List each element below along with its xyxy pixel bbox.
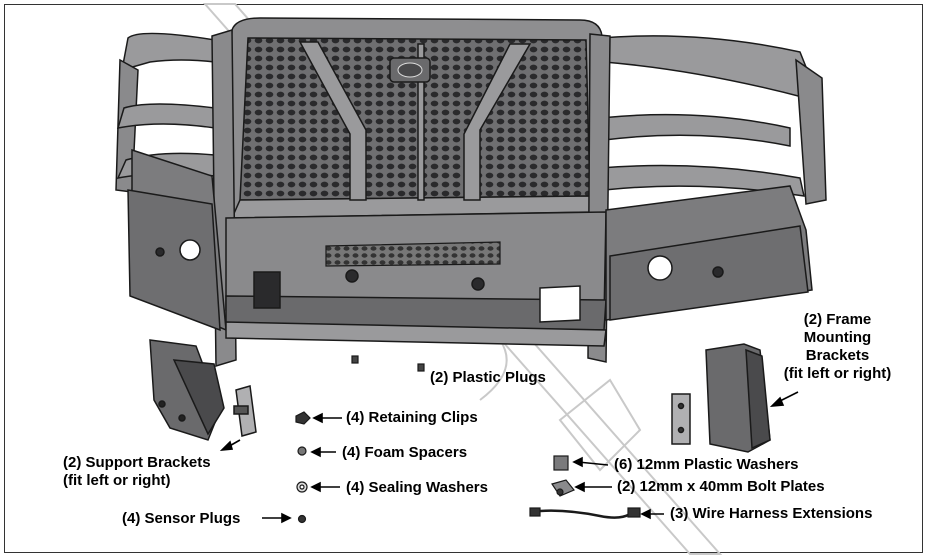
lower-grille-mesh: [325, 241, 501, 267]
support-bracket-illustration: [149, 339, 257, 441]
label-wire-harness: (3) Wire Harness Extensions: [670, 505, 873, 522]
label-support-brackets: (2) Support Brackets (fit left or right): [63, 454, 211, 490]
label-frame-brackets-line1: (2) Frame: [803, 311, 872, 328]
frame-bracket-illustration: [671, 343, 771, 453]
label-bolt-plates: (2) 12mm x 40mm Bolt Plates: [617, 478, 825, 495]
diagram-border: [4, 4, 923, 553]
label-frame-brackets-line2: Mounting: [803, 329, 872, 346]
right-wing-tubes: [599, 35, 827, 205]
label-plastic-washers: (6) 12mm Plastic Washers: [614, 456, 799, 473]
label-support-brackets-line1: (2) Support Brackets: [63, 454, 211, 471]
label-sensor-plugs: (4) Sensor Plugs: [122, 510, 241, 527]
label-sealing-washers: (4) Sealing Washers: [346, 479, 488, 496]
label-frame-brackets-line3: Brackets: [805, 347, 870, 364]
hardware-parts: [295, 355, 641, 524]
label-plastic-plugs: (2) Plastic Plugs: [430, 369, 546, 386]
label-frame-brackets-line4: (fit left or right): [783, 365, 892, 382]
label-frame-brackets: (2) Frame Mounting Brackets (fit left or…: [770, 311, 905, 383]
callout-arrows: [219, 391, 799, 524]
label-support-brackets-line2: (fit left or right): [63, 472, 171, 489]
bumper-holes: [155, 239, 724, 323]
grille-frame: [221, 17, 607, 219]
label-retaining-clips: (4) Retaining Clips: [346, 409, 478, 426]
label-foam-spacers: (4) Foam Spacers: [342, 444, 468, 461]
